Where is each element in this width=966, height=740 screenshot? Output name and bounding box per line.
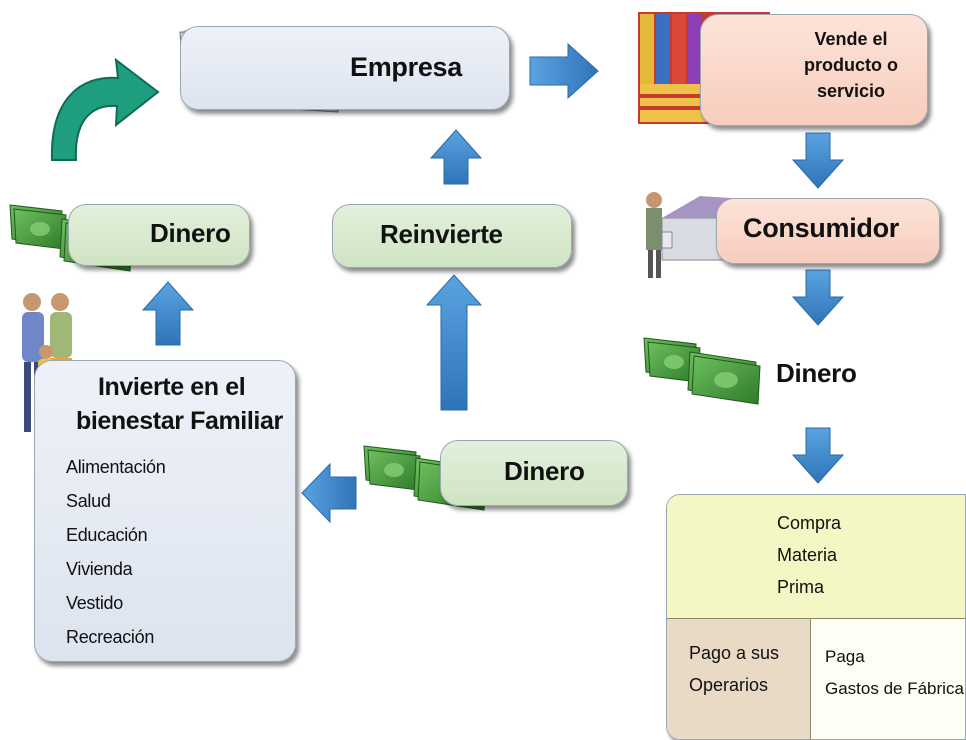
- dinero-middle-node: [440, 440, 628, 506]
- compra-line-2: Materia: [777, 545, 838, 565]
- vende-label: Vende el producto o servicio: [776, 26, 926, 104]
- arrow-up-dinero-left: [141, 281, 195, 346]
- paga-line-1: Paga: [825, 647, 865, 666]
- list-item: Recreación: [66, 627, 155, 647]
- pago-text: Pago a sus Operarios: [689, 637, 779, 701]
- list-item: Educación: [66, 525, 148, 545]
- list-item: Alimentación: [66, 457, 166, 477]
- pago-line-1: Pago a sus: [689, 643, 780, 663]
- consumidor-label: Consumidor: [743, 213, 899, 243]
- paga-line-2: Gastos de Fábrica: [825, 679, 964, 698]
- empresa-label: Empresa: [350, 52, 462, 82]
- arrow-left-invierte: [301, 462, 357, 524]
- money-stack-icon-right: [643, 337, 761, 405]
- list-item: Salud: [66, 491, 111, 511]
- arrow-right-empresa: [529, 42, 599, 100]
- dinero-left-label: Dinero: [150, 218, 231, 248]
- paga-cell: Paga Gastos de Fábrica: [811, 619, 965, 739]
- arrow-up-reinvierte: [425, 274, 483, 411]
- arrow-down-1: [791, 132, 845, 189]
- pago-line-2: Operarios: [689, 675, 769, 695]
- compra-cell: Compra Materia Prima: [667, 495, 965, 619]
- dinero-middle-label: Dinero: [504, 456, 585, 486]
- paga-text: Paga Gastos de Fábrica: [825, 641, 964, 705]
- pago-cell: Pago a sus Operarios: [667, 619, 811, 739]
- costs-table: Compra Materia Prima Pago a sus Operario…: [666, 494, 966, 740]
- curved-arrow-icon: [50, 57, 160, 161]
- reinvierte-node: [332, 204, 572, 268]
- invierte-title: Invierte en el bienestar Familiar: [76, 370, 283, 438]
- compra-line-1: Compra: [777, 513, 842, 533]
- consumidor-node: [716, 198, 940, 264]
- vende-line-1: Vende el: [814, 29, 888, 49]
- invierte-title-line-2: bienestar Familiar: [76, 407, 283, 435]
- list-item: Vestido: [66, 593, 123, 613]
- dinero-right-label: Dinero: [776, 358, 857, 388]
- arrow-up-empresa: [429, 129, 483, 185]
- dinero-left-node: [68, 204, 250, 266]
- invierte-list: Alimentación Salud Educación Vivienda Ve…: [66, 450, 166, 654]
- arrow-down-3: [791, 427, 845, 484]
- invierte-node: [34, 360, 296, 662]
- arrow-down-2: [791, 269, 845, 326]
- list-item: Vivienda: [66, 559, 133, 579]
- vende-line-2: producto o: [804, 55, 898, 75]
- vende-node: [700, 14, 928, 126]
- compra-line-3: Prima: [777, 577, 825, 597]
- compra-text: Compra Materia Prima: [777, 507, 841, 603]
- shopper-icon: [646, 192, 760, 278]
- vende-line-3: servicio: [816, 81, 886, 101]
- empresa-node: [180, 26, 510, 110]
- invierte-title-line-1: Invierte en el: [98, 373, 246, 401]
- reinvierte-label: Reinvierte: [380, 219, 503, 249]
